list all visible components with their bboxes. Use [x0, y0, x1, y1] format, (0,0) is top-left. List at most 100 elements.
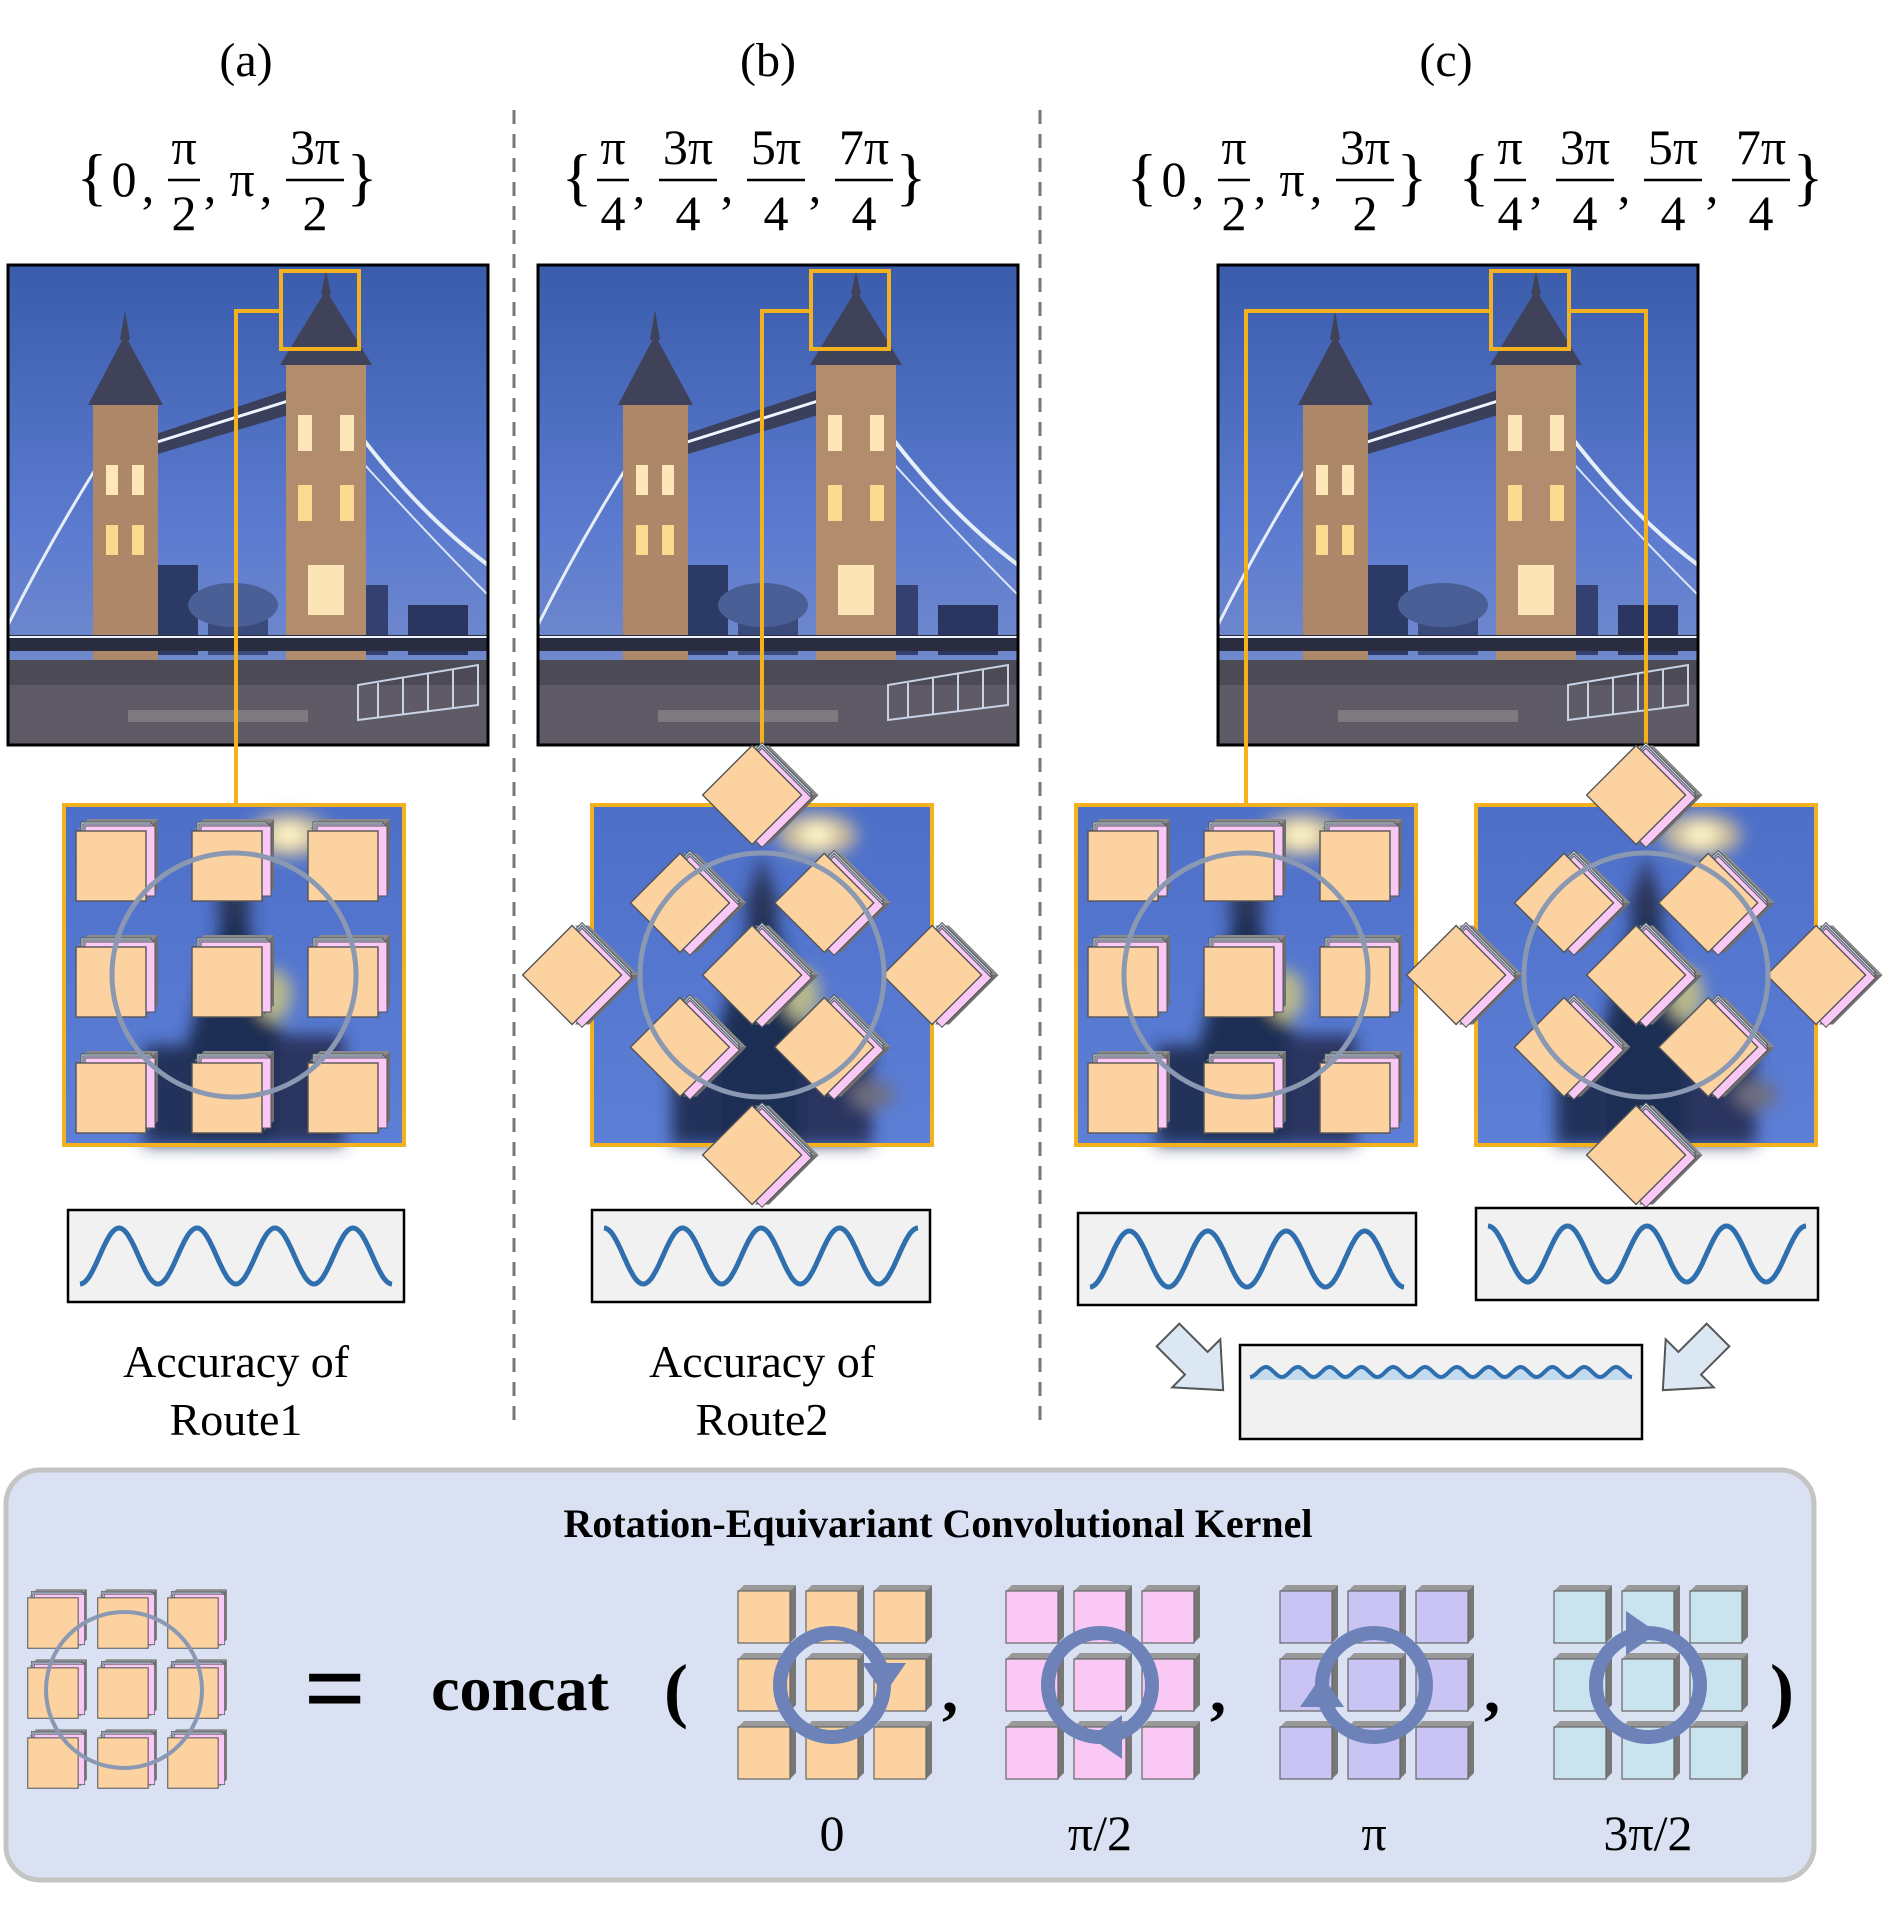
- angle-numerator: 3π: [663, 119, 713, 175]
- angle-denominator: 4: [601, 185, 626, 241]
- angle-numerator: π: [171, 119, 196, 175]
- comma: ,: [721, 157, 734, 213]
- angle-numerator: 7π: [839, 119, 889, 175]
- comma: ,: [1254, 157, 1267, 213]
- merge-arrow: [1661, 1322, 1731, 1392]
- bridge-photo: [536, 263, 1020, 747]
- connector-line: [760, 309, 811, 805]
- angle-numerator: π: [600, 119, 625, 175]
- merge-arrow: [1155, 1322, 1225, 1392]
- angle-denominator: 4: [1498, 185, 1523, 241]
- kernel-cube: [191, 934, 275, 1018]
- brace: }: [1397, 141, 1428, 212]
- rotated-kernel-panel: [1405, 736, 1884, 1214]
- angle-denominator: 4: [1749, 185, 1774, 241]
- kernel-cube: [1203, 818, 1287, 902]
- arrowhead-icon: [862, 1663, 906, 1695]
- accuracy-wave-route1: [66, 1208, 406, 1304]
- angle-numerator: 3π: [1340, 119, 1390, 175]
- rotation-label: π/2: [1068, 1805, 1132, 1861]
- brace: {: [77, 141, 108, 212]
- panel-labels: (a) (b) (c): [219, 34, 1472, 87]
- angle-value: 0: [1162, 151, 1187, 207]
- angle-numerator: 3π: [1560, 119, 1610, 175]
- angle-denominator: 4: [676, 185, 701, 241]
- rotated-kernel-panel: [521, 736, 1000, 1214]
- accuracy-caption: Route1: [170, 1394, 303, 1445]
- rotation-circle: [1121, 850, 1371, 1100]
- close-paren: ): [1770, 1650, 1794, 1730]
- concat-label: concat: [431, 1653, 609, 1724]
- rotated-kernel-1: [1005, 1585, 1200, 1780]
- comma: ,: [633, 157, 646, 213]
- angle-value: 0: [112, 151, 137, 207]
- angle-numerator: π: [1497, 119, 1522, 175]
- rotation-circle: [109, 850, 359, 1100]
- equals-sign: =: [304, 1627, 367, 1749]
- brace: {: [1127, 141, 1158, 212]
- accuracy-caption: Route2: [696, 1394, 829, 1445]
- angle-numerator: 5π: [751, 119, 801, 175]
- kernel-box-title: Rotation-Equivariant Convolutional Kerne…: [564, 1501, 1313, 1546]
- comma: ,: [142, 157, 155, 213]
- panel-label: (a): [219, 34, 272, 87]
- panel-label: (c): [1419, 34, 1472, 87]
- regular-kernel-panel: [62, 803, 406, 1147]
- open-paren: (: [664, 1650, 688, 1730]
- rotation-circle: [1521, 850, 1771, 1100]
- comma: ,: [1530, 157, 1543, 213]
- comma: ,: [1706, 157, 1719, 213]
- comma: ,: [1210, 1655, 1226, 1726]
- arrowhead-icon: [1626, 1611, 1658, 1655]
- kernel-cube: [1319, 934, 1403, 1018]
- panel-label: (b): [740, 34, 796, 87]
- comma: ,: [942, 1655, 958, 1726]
- accuracy-wave-c2: [1474, 1206, 1820, 1302]
- comma: ,: [809, 157, 822, 213]
- combined-accuracy-box: [1238, 1343, 1644, 1441]
- kernel-cube: [75, 1050, 159, 1134]
- angle-denominator: 2: [303, 185, 328, 241]
- angle-value: π: [1279, 151, 1304, 207]
- angle-numerator: 5π: [1648, 119, 1698, 175]
- brace: }: [896, 141, 927, 212]
- kernel-cube: [1203, 934, 1287, 1018]
- arrowhead-icon: [1090, 1715, 1122, 1759]
- comma: ,: [1310, 157, 1323, 213]
- accuracy-wave-c1: [1076, 1211, 1418, 1307]
- angle-value: π: [229, 151, 254, 207]
- connector-line: [234, 309, 281, 805]
- angle-denominator: 4: [1573, 185, 1598, 241]
- rotated-kernel-3: [1553, 1585, 1748, 1780]
- kernel-cube: [191, 818, 275, 902]
- angle-sets: {0,π2,π,3π2}{π4,3π4,5π4,7π4}{0,π2,π,3π2}…: [77, 119, 1824, 241]
- angle-numerator: 7π: [1736, 119, 1786, 175]
- brace: {: [1459, 141, 1490, 212]
- angle-numerator: 3π: [290, 119, 340, 175]
- comma: ,: [1618, 157, 1631, 213]
- bridge-photo: [1216, 263, 1700, 747]
- kernel-cube: [1087, 1050, 1171, 1134]
- comma: ,: [204, 157, 217, 213]
- comma: ,: [1192, 157, 1205, 213]
- brace: }: [347, 141, 378, 212]
- kernel-cube: [307, 934, 391, 1018]
- rotation-label: 0: [820, 1805, 845, 1861]
- angle-denominator: 2: [1353, 185, 1378, 241]
- arrowhead-icon: [1300, 1675, 1344, 1707]
- accuracy-caption: Accuracy of: [649, 1336, 876, 1387]
- regular-kernel-panel: [1074, 803, 1418, 1147]
- accuracy-caption: Accuracy of: [123, 1336, 350, 1387]
- angle-denominator: 4: [852, 185, 877, 241]
- rotation-label: 3π/2: [1603, 1805, 1692, 1861]
- rotated-kernel-0: [737, 1585, 932, 1780]
- kernel-box: Rotation-Equivariant Convolutional Kerne…: [3, 1467, 1817, 1883]
- rotated-kernel-2: [1279, 1585, 1474, 1780]
- brace: }: [1793, 141, 1824, 212]
- angle-numerator: π: [1221, 119, 1246, 175]
- rotation-circle: [637, 850, 887, 1100]
- connector-line: [1244, 309, 1491, 805]
- kernel-icon: [27, 1588, 228, 1789]
